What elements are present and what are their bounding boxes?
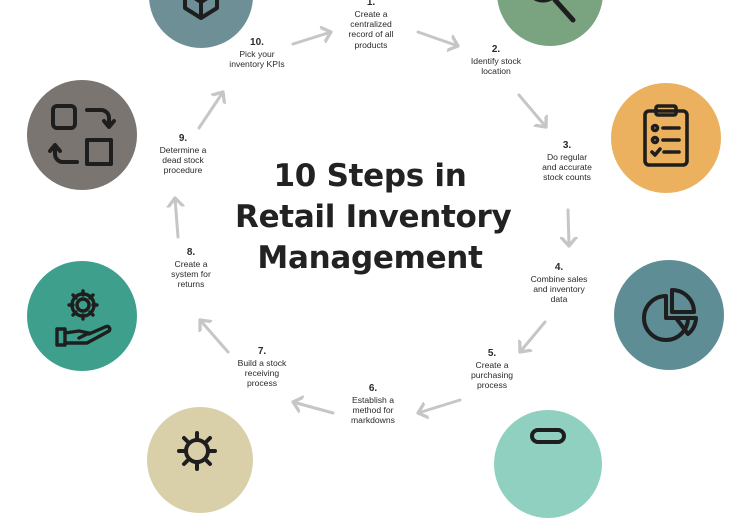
step-8-number: 8.: [186, 247, 196, 258]
arrow-7-to-8: [200, 320, 230, 354]
cart-circle: [494, 410, 602, 518]
arrow-10-to-1: [291, 32, 331, 46]
step-6-number: 6.: [368, 383, 378, 394]
title-line-2: Retail Inventory: [235, 199, 512, 235]
swap-shapes-icon: [48, 104, 116, 166]
gear-icon: [177, 431, 217, 471]
package-circle: [149, 0, 253, 48]
step-7-text: Build a stock receiving process: [237, 358, 287, 389]
clipboard-circle: [611, 83, 721, 193]
arrow-1-to-2: [416, 30, 458, 46]
step-4-number: 4.: [554, 262, 564, 273]
step-3-text: Do regular and accurate stock counts: [542, 152, 592, 183]
step-5-number: 5.: [487, 348, 497, 359]
arrow-9-to-10: [197, 92, 223, 130]
step-5: 5. Create a purchasing process: [437, 348, 547, 391]
magnifier-circle: [497, 0, 603, 46]
pie-chart-circle: [614, 260, 724, 370]
step-10: 10. Pick your inventory KPIs: [202, 37, 312, 69]
step-10-text: Pick your inventory KPIs: [229, 49, 285, 70]
step-7-number: 7.: [257, 346, 267, 357]
title-line-1: 10 Steps in: [273, 158, 467, 194]
step-3: 3. Do regular and accurate stock counts: [512, 140, 622, 183]
arrow-6-to-7: [293, 402, 335, 415]
step-2-number: 2.: [491, 44, 501, 55]
step-8: 8. Create a system for returns: [136, 247, 246, 290]
step-9-number: 9.: [178, 133, 188, 144]
magnifier-icon: [533, 0, 576, 23]
step-2: 2. Identify stock location: [441, 44, 551, 76]
arrow-2-to-3: [517, 93, 546, 127]
gear-hand-icon: [55, 289, 112, 347]
step-4-text: Combine sales and inventory data: [530, 274, 588, 305]
package-icon: [183, 0, 219, 20]
arrow-5-to-6: [418, 398, 462, 413]
step-5-text: Create a purchasing process: [470, 360, 514, 391]
step-1-text: Create a centralized record of all produ…: [348, 9, 394, 50]
dead-stock-circle: [27, 80, 137, 190]
step-1-number: 1.: [366, 0, 376, 8]
step-10-number: 10.: [250, 37, 264, 48]
arrow-8-to-9: [175, 198, 178, 239]
gear-circle: [147, 407, 253, 513]
step-7: 7. Build a stock receiving process: [207, 346, 317, 389]
step-8-text: Create a system for returns: [171, 259, 211, 290]
step-1: 1. Create a centralized record of all pr…: [316, 0, 426, 50]
pie-chart-icon: [642, 288, 698, 342]
title-line-3: Management: [257, 240, 483, 276]
clipboard-checklist-icon: [643, 104, 689, 167]
step-9-text: Determine a dead stock procedure: [159, 145, 207, 176]
step-9: 9. Determine a dead stock procedure: [128, 133, 238, 176]
step-4: 4. Combine sales and inventory data: [504, 262, 614, 305]
arrow-3-to-4: [568, 208, 569, 246]
diagram-title: 10 Steps in Retail Inventory Management: [235, 156, 512, 279]
returns-circle: [27, 261, 137, 371]
cart-icon: [530, 428, 566, 444]
step-6-text: Establish a method for markdowns: [351, 395, 395, 426]
step-6: 6. Establish a method for markdowns: [318, 383, 428, 426]
arrow-4-to-5: [520, 320, 547, 352]
step-3-number: 3.: [562, 140, 572, 151]
step-2-text: Identify stock location: [470, 56, 522, 77]
flow-arrows: [0, 0, 750, 450]
